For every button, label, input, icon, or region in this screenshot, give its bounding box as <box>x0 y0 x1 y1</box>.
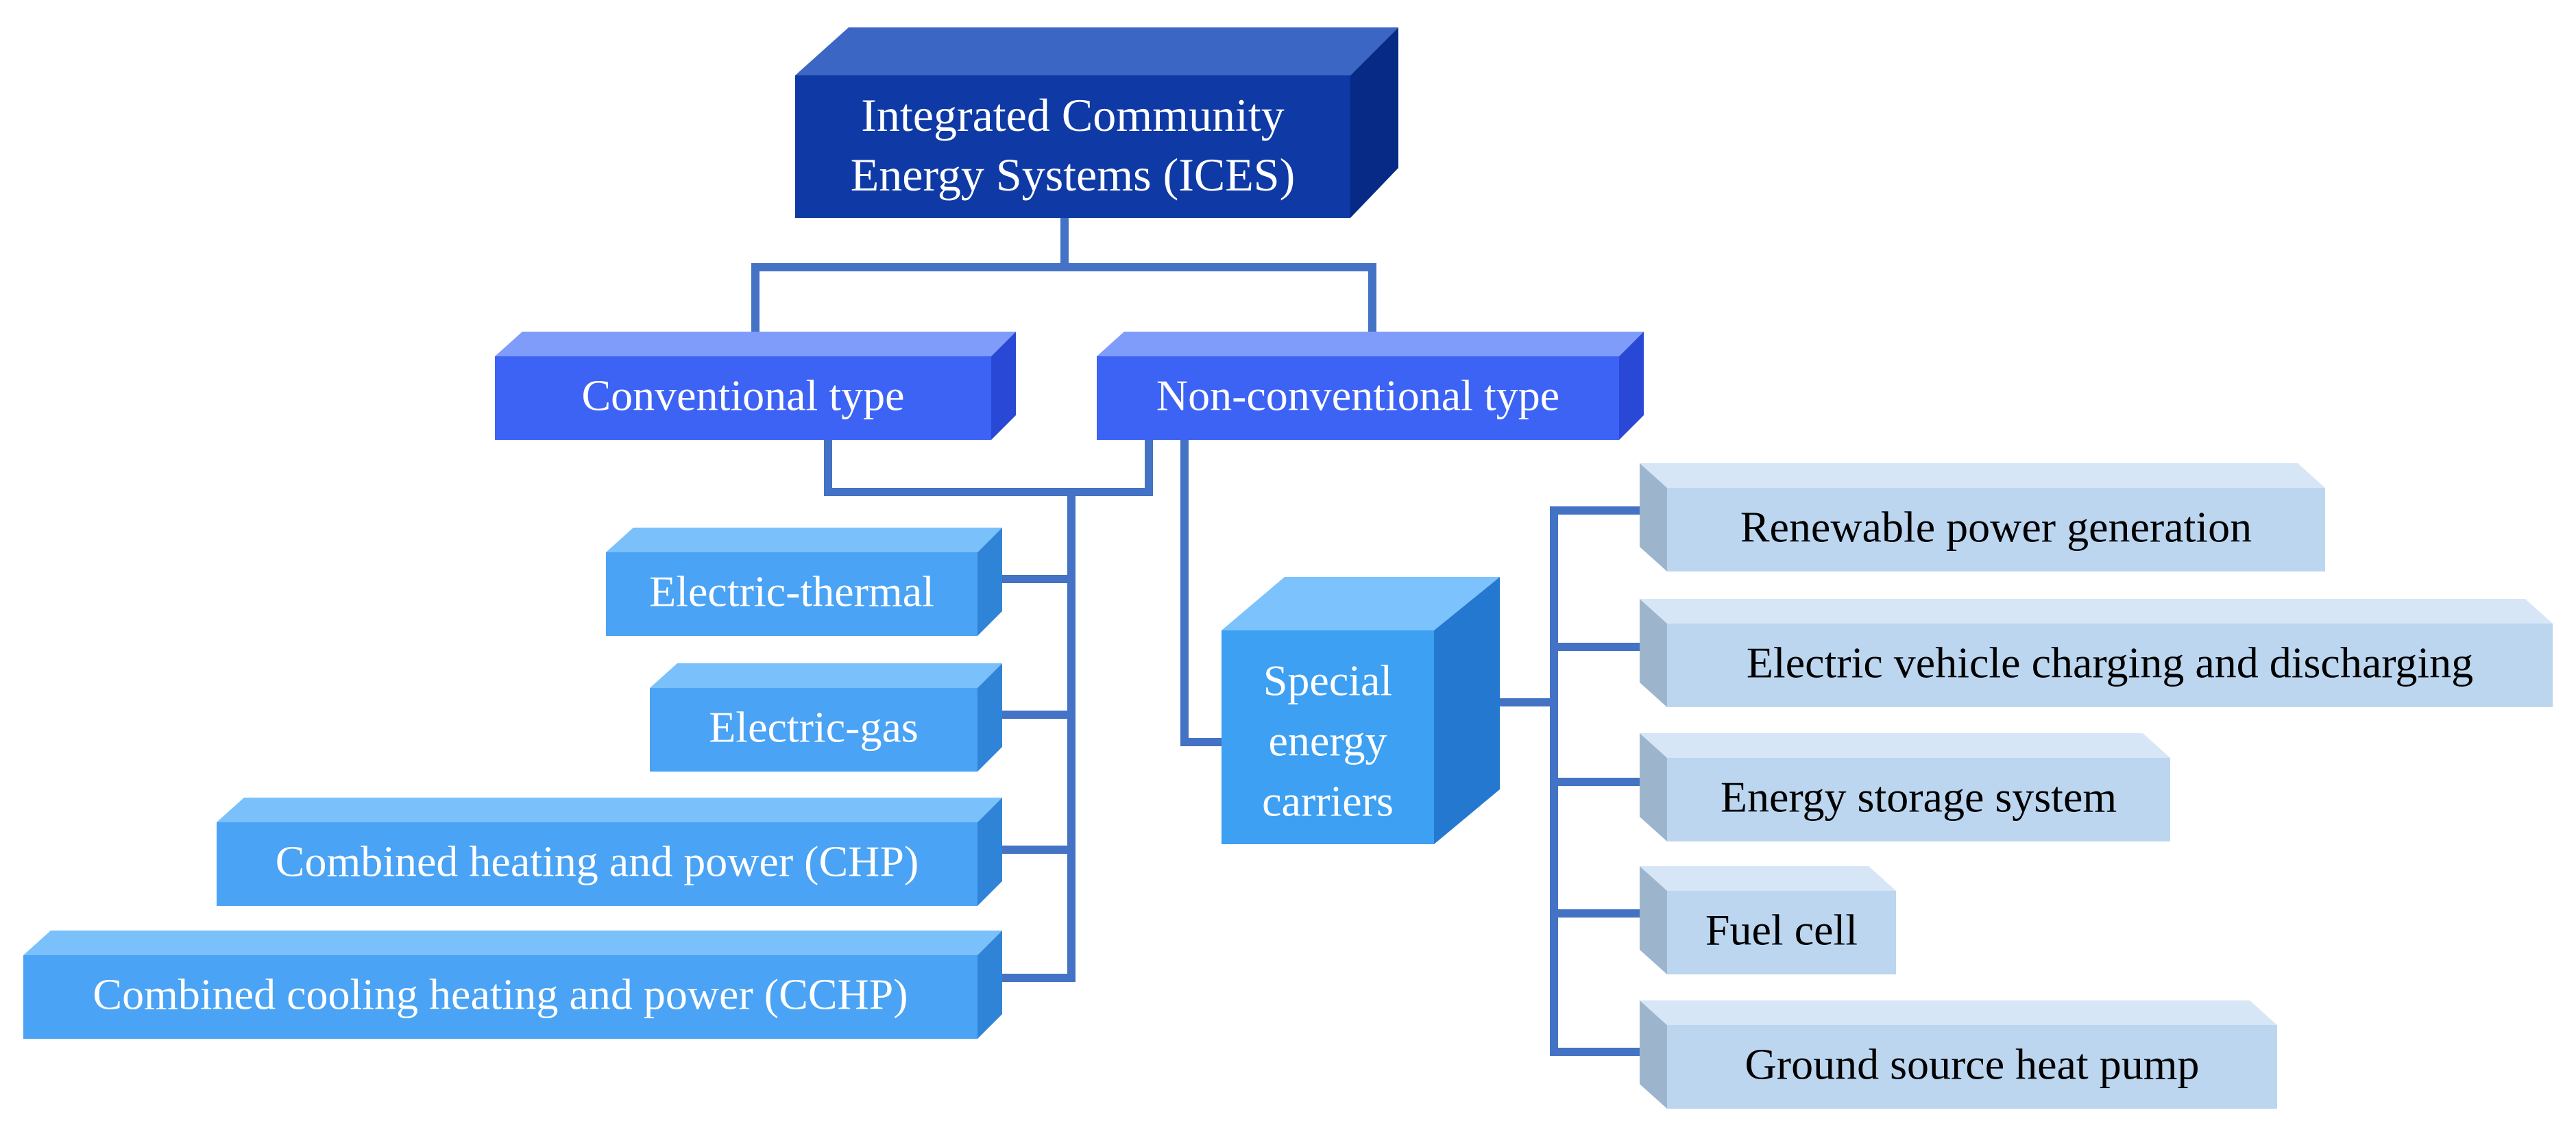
electric-thermal-label: Electric-thermal <box>649 567 934 616</box>
ev-front <box>1667 624 2553 707</box>
gshp-front <box>1667 1025 2277 1109</box>
carrier-item-gshp: Ground source heat pump <box>1640 1000 2277 1109</box>
electric-gas-top <box>650 663 1002 688</box>
special-top <box>1222 577 1500 630</box>
cchp-label: Combined cooling heating and power (CCHP… <box>93 970 908 1019</box>
conventional-item-electric-gas: Electric-gas <box>650 663 1002 772</box>
category-conventional: Conventional type <box>495 332 1016 440</box>
category-nonconventional: Non-conventional type <box>1097 332 1644 440</box>
root-node-title: Integrated Community <box>861 89 1285 141</box>
root-node-front <box>795 75 1350 218</box>
fuel-cell-side <box>1640 866 1667 974</box>
cchp-front <box>23 955 977 1039</box>
storage-side <box>1640 733 1667 841</box>
carrier-item-renewable: Renewable power generation <box>1640 463 2325 571</box>
chp-label: Combined heating and power (CHP) <box>276 837 919 886</box>
category-conventional-top <box>495 332 1016 356</box>
root-line-1: Integrated Community <box>861 89 1285 141</box>
electric-thermal-top <box>606 528 1002 552</box>
cchp-side <box>977 931 1002 1039</box>
gshp-label: Ground source heat pump <box>1745 1040 2200 1089</box>
root-node-subtitle: Energy Systems (ICES) <box>851 149 1296 201</box>
storage-front <box>1667 758 2170 841</box>
carrier-item-fuel-cell: Fuel cell <box>1640 866 1896 974</box>
carrier-item-storage: Energy storage system <box>1640 733 2170 841</box>
special-label-line-2: energy <box>1269 717 1387 765</box>
root-line-2: Energy Systems (ICES) <box>851 149 1296 201</box>
electric-thermal-side <box>977 528 1002 636</box>
fuel-cell-top <box>1640 866 1896 891</box>
conventional-item-electric-thermal: Electric-thermal <box>606 528 1002 636</box>
conventional-item-chp: Combined heating and power (CHP) <box>217 798 1002 906</box>
renewable-side <box>1640 463 1667 571</box>
renewable-label: Renewable power generation <box>1740 503 2252 552</box>
electric-gas-side <box>977 663 1002 772</box>
connector-conventional-join <box>824 436 1153 496</box>
root-node-top <box>795 27 1398 75</box>
connector-lines <box>751 215 1644 1056</box>
storage-label: Energy storage system <box>1721 773 2117 822</box>
electric-gas-front <box>650 688 977 772</box>
ev-top <box>1640 599 2553 624</box>
special-label-line-3: carriers <box>1262 777 1394 826</box>
renewable-front <box>1667 488 2325 571</box>
gshp-side <box>1640 1000 1667 1109</box>
category-nonconventional-label: Non-conventional type <box>1156 371 1559 420</box>
category-nonconventional-side <box>1619 332 1644 440</box>
cchp-top <box>23 931 1002 955</box>
chp-side <box>977 798 1002 906</box>
root-node: Integrated Community Energy Systems (ICE… <box>795 27 1398 218</box>
special-energy-carriers-node: Special energy carriers <box>1222 577 1500 844</box>
category-conventional-label: Conventional type <box>581 371 904 420</box>
electric-gas-label: Electric-gas <box>709 703 919 752</box>
special-label-line-1: Special <box>1263 656 1392 705</box>
renewable-top <box>1640 463 2325 488</box>
fuel-cell-front <box>1667 891 1896 974</box>
special-side <box>1434 577 1500 844</box>
category-conventional-front <box>495 356 991 440</box>
category-nonconventional-front <box>1097 356 1619 440</box>
chp-top <box>217 798 1002 822</box>
category-conventional-side <box>991 332 1016 440</box>
connector-root-branch <box>751 263 1376 333</box>
ev-side <box>1640 599 1667 707</box>
ev-label: Electric vehicle charging and dischargin… <box>1747 639 2473 687</box>
conventional-item-cchp: Combined cooling heating and power (CCHP… <box>23 931 1002 1039</box>
category-nonconventional-top <box>1097 332 1644 356</box>
gshp-top <box>1640 1000 2277 1025</box>
carrier-item-ev: Electric vehicle charging and dischargin… <box>1640 599 2553 707</box>
electric-thermal-front <box>606 552 977 636</box>
storage-top <box>1640 733 2170 758</box>
root-node-side <box>1350 27 1398 218</box>
fuel-cell-label: Fuel cell <box>1705 906 1858 955</box>
connector-nonconventional-to-special <box>1180 436 1226 746</box>
special-front <box>1222 630 1434 844</box>
chp-front <box>217 822 977 906</box>
